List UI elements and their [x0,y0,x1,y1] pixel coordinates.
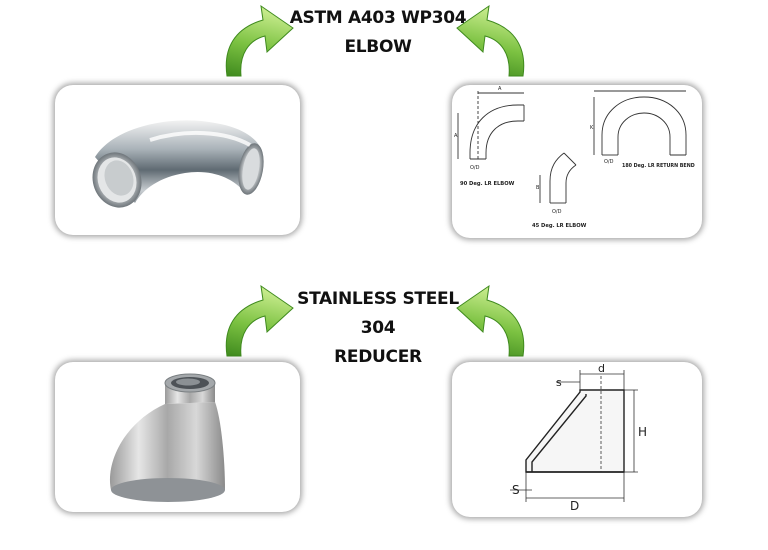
reducer-technical-drawing: s d H S D [510,362,647,513]
elbow-photo [92,120,264,208]
reducer-photo [109,373,225,502]
curved-arrow-left-icon [225,284,294,357]
elbow-technical-drawing: A A O/D B O/D K O/D 90 Deg. LR ELBOW 45 … [454,86,695,229]
elbow-photo-card [55,85,300,235]
dim-od-45-label: O/D [552,209,562,215]
dim-d-small-label: d [598,362,605,375]
dim-d-large-label: D [570,499,579,513]
elbow-title-line2: ELBOW [344,37,412,57]
curved-arrow-left-icon [225,4,294,77]
dim-s-large-label: S [512,483,520,497]
dim-b-label: B [536,185,540,191]
dim-od-90-label: O/D [470,165,480,171]
reducer-title-line1: STAINLESS STEEL 304 [297,289,459,338]
reducer-section-title: STAINLESS STEEL 304 REDUCER [278,285,478,372]
label-45-elbow: 45 Deg. LR ELBOW [532,223,587,229]
curved-arrow-right-icon [456,4,525,77]
elbow-title-line1: ASTM A403 WP304 [289,8,467,28]
dim-od-180-label: O/D [604,159,614,165]
label-90-elbow: 90 Deg. LR ELBOW [460,181,515,187]
reducer-drawing-card: s d H S D [452,362,702,517]
dim-h-label: H [638,425,647,439]
dim-a-label: A [498,86,502,92]
dim-s-small-label: s [556,376,562,389]
dim-a-side-label: A [454,133,458,139]
dim-k-label: K [590,125,594,131]
label-180-return-bend: 180 Deg. LR RETURN BEND [622,163,695,169]
reducer-title-line2: REDUCER [334,347,422,367]
elbow-section-title: ASTM A403 WP304 ELBOW [278,4,478,62]
curved-arrow-right-icon [456,284,525,357]
elbow-drawing-card: A A O/D B O/D K O/D 90 Deg. LR ELBOW 45 … [452,85,702,238]
reducer-photo-card [55,362,300,512]
